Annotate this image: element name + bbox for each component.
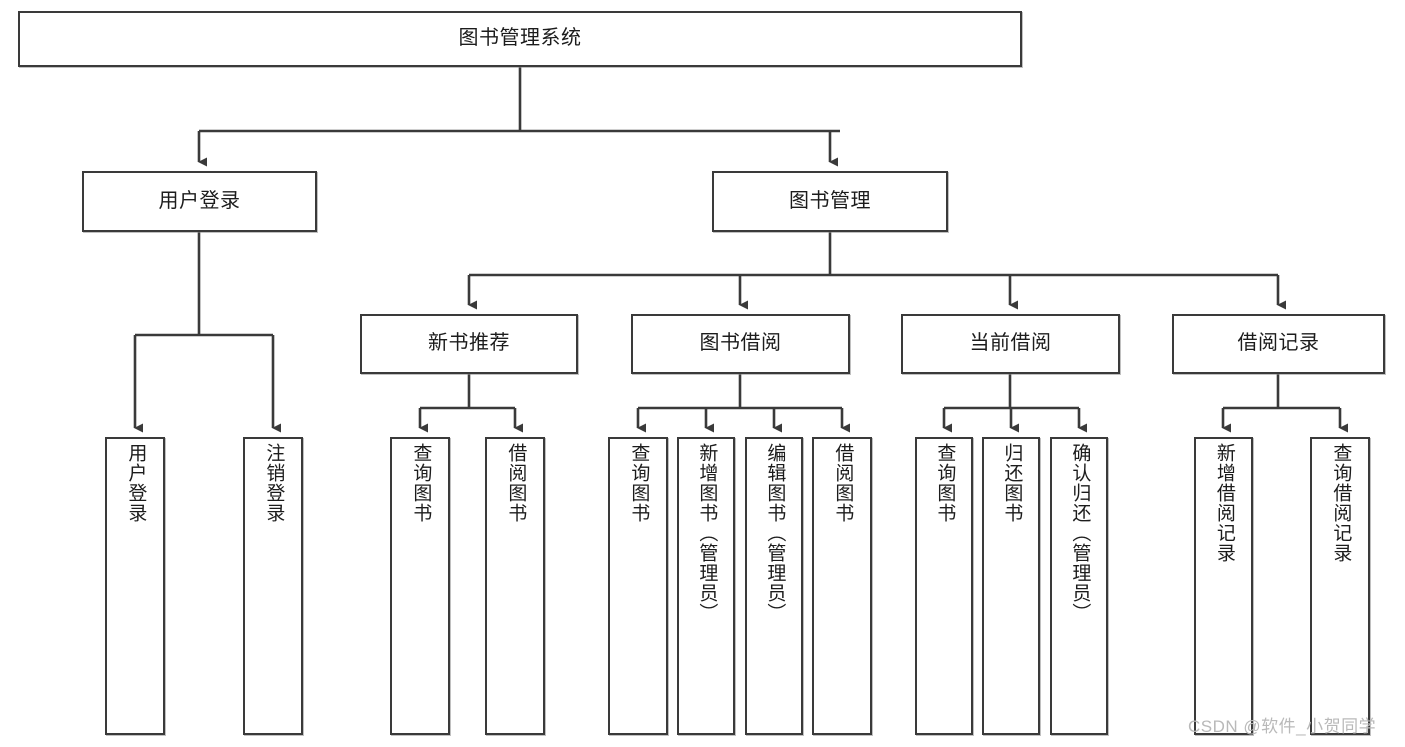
node-leaf-edit-book-label: 编辑图书（管理员） bbox=[764, 443, 786, 623]
node-leaf-query-book-borrow-label: 查询图书 bbox=[628, 443, 650, 523]
node-new-book-rec-label: 新书推荐 bbox=[428, 332, 510, 355]
node-book-borrow[interactable]: 图书借阅 bbox=[631, 314, 850, 374]
node-leaf-confirm-return[interactable]: 确认归还（管理员） bbox=[1050, 437, 1108, 735]
node-leaf-query-book-borrow[interactable]: 查询图书 bbox=[608, 437, 668, 735]
node-leaf-query-record[interactable]: 查询借阅记录 bbox=[1310, 437, 1370, 735]
node-leaf-query-book-current[interactable]: 查询图书 bbox=[915, 437, 973, 735]
node-leaf-logout-label: 注销登录 bbox=[263, 443, 285, 523]
csdn-watermark: CSDN @软件_小贺同学 bbox=[1188, 717, 1377, 736]
node-leaf-return-book[interactable]: 归还图书 bbox=[982, 437, 1040, 735]
node-book-manage[interactable]: 图书管理 bbox=[712, 171, 948, 232]
node-leaf-borrow-book[interactable]: 借阅图书 bbox=[812, 437, 872, 735]
node-leaf-query-book-current-label: 查询图书 bbox=[934, 443, 956, 523]
node-leaf-user-login[interactable]: 用户登录 bbox=[105, 437, 165, 735]
node-leaf-return-book-label: 归还图书 bbox=[1001, 443, 1023, 523]
node-borrow-record-label: 借阅记录 bbox=[1237, 332, 1320, 355]
node-leaf-edit-book[interactable]: 编辑图书（管理员） bbox=[745, 437, 803, 735]
node-leaf-borrow-book-rec[interactable]: 借阅图书 bbox=[485, 437, 545, 735]
node-user-login[interactable]: 用户登录 bbox=[82, 171, 317, 232]
node-borrow-record[interactable]: 借阅记录 bbox=[1172, 314, 1385, 374]
node-leaf-query-book-rec[interactable]: 查询图书 bbox=[390, 437, 450, 735]
node-book-manage-label: 图书管理 bbox=[789, 189, 871, 212]
node-leaf-logout[interactable]: 注销登录 bbox=[243, 437, 303, 735]
node-leaf-user-login-label: 用户登录 bbox=[125, 443, 147, 523]
node-leaf-add-book[interactable]: 新增图书（管理员） bbox=[677, 437, 735, 735]
node-leaf-confirm-return-label: 确认归还（管理员） bbox=[1069, 443, 1091, 623]
node-leaf-add-book-label: 新增图书（管理员） bbox=[696, 443, 718, 623]
node-leaf-add-record-label: 新增借阅记录 bbox=[1213, 443, 1235, 563]
node-user-login-label: 用户登录 bbox=[158, 189, 241, 212]
node-current-borrow-label: 当前借阅 bbox=[969, 332, 1052, 355]
node-book-borrow-label: 图书借阅 bbox=[699, 332, 782, 355]
node-leaf-add-record[interactable]: 新增借阅记录 bbox=[1194, 437, 1253, 735]
node-leaf-borrow-book-rec-label: 借阅图书 bbox=[505, 443, 527, 523]
node-current-borrow[interactable]: 当前借阅 bbox=[901, 314, 1120, 374]
node-leaf-query-record-label: 查询借阅记录 bbox=[1330, 443, 1352, 563]
node-root[interactable]: 图书管理系统 bbox=[18, 11, 1022, 67]
node-leaf-borrow-book-label: 借阅图书 bbox=[832, 443, 854, 523]
node-new-book-rec[interactable]: 新书推荐 bbox=[360, 314, 578, 374]
node-root-label: 图书管理系统 bbox=[458, 27, 582, 50]
node-leaf-query-book-rec-label: 查询图书 bbox=[410, 443, 432, 523]
